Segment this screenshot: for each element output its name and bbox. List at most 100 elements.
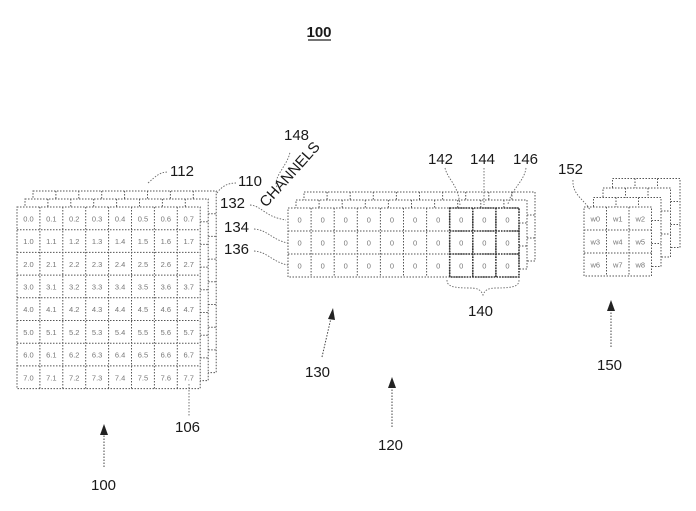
buffer-labels: 148 CHANNELS 132 134 136 142 144 146 140… bbox=[220, 127, 538, 454]
buffer-cell: 0 bbox=[344, 262, 348, 271]
leader-110 bbox=[216, 182, 237, 194]
input-cell: 6.2 bbox=[69, 351, 79, 360]
leader-152 bbox=[572, 179, 591, 211]
input-cell: 7.1 bbox=[46, 373, 56, 382]
filter-cell: w3 bbox=[589, 238, 600, 247]
buffer-cell: 0 bbox=[321, 239, 325, 248]
input-cell: 5.0 bbox=[23, 328, 33, 337]
input-cell: 2.7 bbox=[184, 260, 194, 269]
buffer-cell: 0 bbox=[505, 216, 509, 225]
input-cell: 3.3 bbox=[92, 282, 102, 291]
input-cell: 5.3 bbox=[92, 328, 102, 337]
input-cell: 7.5 bbox=[138, 373, 148, 382]
filter-labels: 152 150 bbox=[558, 161, 622, 374]
label-152: 152 bbox=[558, 161, 583, 178]
arrow-150-head bbox=[607, 300, 615, 311]
leader-134 bbox=[253, 228, 289, 244]
input-cell: 5.7 bbox=[184, 328, 194, 337]
input-cell: 2.3 bbox=[92, 260, 102, 269]
label-142: 142 bbox=[428, 151, 453, 168]
input-cell: 5.2 bbox=[69, 328, 79, 337]
input-cell: 4.6 bbox=[161, 305, 171, 314]
buffer-cell: 0 bbox=[459, 239, 463, 248]
input-cell: 5.1 bbox=[46, 328, 56, 337]
filter-cell: w5 bbox=[634, 238, 645, 247]
input-cell: 4.2 bbox=[69, 305, 79, 314]
buffer-cell: 0 bbox=[367, 262, 371, 271]
input-cell: 5.4 bbox=[115, 328, 125, 337]
buffer-cell: 0 bbox=[482, 262, 486, 271]
input-cell: 4.3 bbox=[92, 305, 102, 314]
buffer-cell: 0 bbox=[436, 216, 440, 225]
buffer-cell: 0 bbox=[297, 239, 301, 248]
buffer-cell: 0 bbox=[413, 216, 417, 225]
figure-title: 100 bbox=[306, 24, 331, 41]
buffer-cell: 0 bbox=[390, 262, 394, 271]
input-cell: 1.1 bbox=[46, 237, 56, 246]
input-cell: 6.4 bbox=[115, 351, 125, 360]
input-cell: 2.6 bbox=[161, 260, 171, 269]
buffer-window-highlight bbox=[448, 207, 520, 278]
filter-cell: w0 bbox=[589, 215, 600, 224]
buffer-cell: 0 bbox=[297, 262, 301, 271]
arrow-100-head bbox=[100, 424, 108, 435]
input-cell: 1.5 bbox=[138, 237, 148, 246]
label-120: 120 bbox=[378, 437, 403, 454]
input-cell: 4.7 bbox=[184, 305, 194, 314]
buffer-cell: 0 bbox=[367, 216, 371, 225]
buffer-cell: 0 bbox=[390, 239, 394, 248]
label-140: 140 bbox=[468, 303, 493, 320]
input-cell: 0.2 bbox=[69, 214, 79, 223]
label-134: 134 bbox=[224, 219, 249, 236]
input-cell: 0.4 bbox=[115, 214, 125, 223]
filter-cell: w6 bbox=[589, 261, 600, 270]
label-148: 148 bbox=[284, 127, 309, 144]
input-cell: 7.3 bbox=[92, 373, 102, 382]
input-cell: 6.7 bbox=[184, 351, 194, 360]
label-110: 110 bbox=[238, 173, 262, 190]
figure-title-text: 100 bbox=[306, 24, 331, 41]
input-cell: 2.5 bbox=[138, 260, 148, 269]
buffer-cell: 0 bbox=[321, 262, 325, 271]
input-cell: 2.0 bbox=[23, 260, 33, 269]
input-cell: 6.1 bbox=[46, 351, 56, 360]
buffer-cell: 0 bbox=[367, 239, 371, 248]
label-136: 136 bbox=[224, 241, 249, 258]
input-cell: 3.7 bbox=[184, 282, 194, 291]
input-cell: 2.2 bbox=[69, 260, 79, 269]
buffer-cell: 0 bbox=[344, 239, 348, 248]
input-cell: 2.4 bbox=[115, 260, 125, 269]
input-cell: 1.4 bbox=[115, 237, 125, 246]
arrow-130-shaft bbox=[321, 317, 332, 358]
input-cell: 3.6 bbox=[161, 282, 171, 291]
input-cell: 7.7 bbox=[184, 373, 194, 382]
filter-cell: w4 bbox=[612, 238, 623, 247]
input-cell: 7.0 bbox=[23, 373, 33, 382]
label-150: 150 bbox=[597, 357, 622, 374]
leader-112 bbox=[147, 171, 169, 184]
input-cell: 7.4 bbox=[115, 373, 125, 382]
buffer-cell: 0 bbox=[505, 262, 509, 271]
input-cell: 3.0 bbox=[23, 282, 33, 291]
buffer-cell: 0 bbox=[344, 216, 348, 225]
input-cell: 3.4 bbox=[115, 282, 125, 291]
filter-front-outline bbox=[583, 206, 652, 277]
input-cell: 1.7 bbox=[184, 237, 194, 246]
leader-132 bbox=[249, 204, 287, 221]
input-cell: 4.4 bbox=[115, 305, 125, 314]
input-cell: 5.5 bbox=[138, 328, 148, 337]
label-100: 100 bbox=[91, 477, 116, 494]
buffer-cell: 0 bbox=[436, 239, 440, 248]
input-cell: 4.5 bbox=[138, 305, 148, 314]
label-144: 144 bbox=[470, 151, 495, 168]
buffer-cell: 0 bbox=[297, 216, 301, 225]
label-106: 106 bbox=[175, 419, 200, 436]
leader-136 bbox=[253, 250, 289, 266]
brace-140 bbox=[446, 279, 520, 297]
input-cell: 1.3 bbox=[92, 237, 102, 246]
